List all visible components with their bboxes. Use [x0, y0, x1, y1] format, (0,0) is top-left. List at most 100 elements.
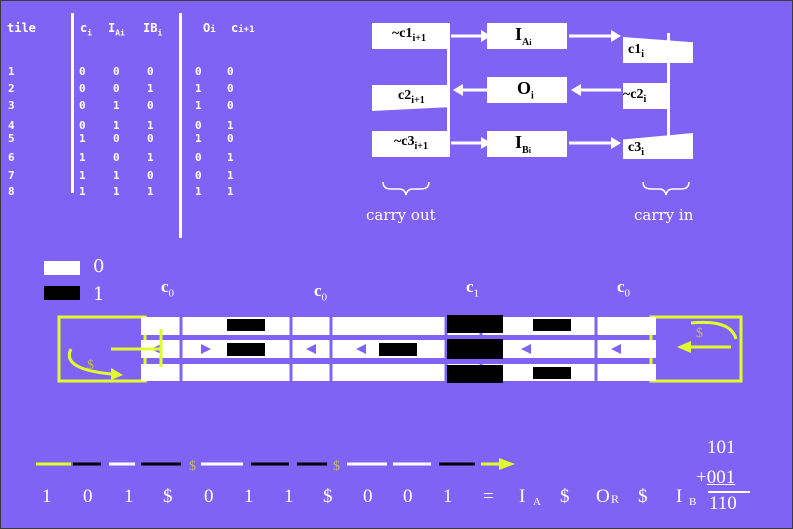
- input-symbol: 1: [42, 486, 52, 507]
- table-cell-tile: 8: [8, 185, 15, 198]
- table-cell-ia: 1: [113, 99, 120, 112]
- tile-assembly: $ $: [57, 313, 743, 385]
- table-cell-tile: 4: [8, 119, 15, 132]
- carry-in-label: carry in: [634, 206, 694, 224]
- table-cell-tile: 1: [8, 65, 15, 78]
- legend-label-1: 1: [93, 284, 105, 305]
- table-cell-cn: 1: [227, 119, 234, 132]
- bit-one: [533, 319, 571, 331]
- table-cell-ia: 0: [113, 132, 120, 145]
- seed-symbol: $: [696, 326, 703, 341]
- bit-one: [447, 339, 503, 359]
- arrow-right-icon: [569, 30, 621, 42]
- carry-label: c0: [314, 281, 328, 304]
- input-symbol: 1: [244, 486, 254, 507]
- brace-icon: [382, 181, 430, 196]
- table-cell-ib: 0: [147, 65, 154, 78]
- table-cell-tile: 7: [8, 169, 15, 182]
- table-cell-tile: 5: [8, 132, 15, 145]
- brace-icon: [642, 181, 690, 196]
- carry-label: c1: [466, 277, 480, 300]
- table-cell-cn: 1: [227, 185, 234, 198]
- bit-one: [533, 367, 571, 379]
- table-cell-cn: 1: [227, 169, 234, 182]
- input-symbol: 1: [284, 486, 294, 507]
- input-symbol: I: [519, 486, 526, 507]
- table-cell-ia: 1: [113, 119, 120, 132]
- input-symbol: $: [560, 486, 570, 507]
- input-symbol-subscript: R: [611, 492, 620, 506]
- port-right-c2: ~c2i: [623, 83, 669, 109]
- input-symbol: I: [676, 486, 683, 507]
- table-divider: [179, 13, 182, 238]
- bit-one: [447, 315, 503, 333]
- schematic-arrows: [451, 30, 621, 149]
- legend-swatch-white: [44, 261, 80, 275]
- tile-row-bottom: [141, 364, 656, 381]
- table-cell-c: 1: [79, 132, 86, 145]
- table-cell-o: 0: [195, 169, 202, 182]
- seed-symbol: $: [87, 358, 94, 373]
- table-cell-cn: 1: [227, 151, 234, 164]
- bit-one: [227, 343, 265, 356]
- input-strip: $ $: [36, 458, 515, 474]
- input-symbol: $: [638, 486, 648, 507]
- table-cell-ia: 0: [113, 151, 120, 164]
- port-center-ib: IBi: [487, 131, 567, 157]
- input-symbol: 0: [83, 486, 93, 507]
- bit-one: [447, 365, 503, 383]
- header-ib: IBi: [143, 21, 163, 38]
- table-cell-c: 1: [79, 169, 86, 182]
- table-cell-ib: 0: [147, 132, 154, 145]
- table-cell-cn: 0: [227, 65, 234, 78]
- table-cell-tile: 2: [8, 82, 15, 95]
- carry-label: c0: [161, 277, 175, 300]
- table-cell-ia: 0: [113, 65, 120, 78]
- legend-label-0: 0: [93, 256, 105, 277]
- input-symbol: $: [323, 486, 333, 507]
- table-cell-ib: 1: [147, 185, 154, 198]
- table-cell-cn: 0: [227, 82, 234, 95]
- table-cell-cn: 0: [227, 99, 234, 112]
- table-cell-ia: 0: [113, 82, 120, 95]
- table-cell-o: 1: [195, 185, 202, 198]
- bit-one: [379, 343, 417, 356]
- table-cell-c: 0: [79, 119, 86, 132]
- tile-row-top: [141, 317, 656, 335]
- input-symbol: $: [163, 486, 173, 507]
- header-tile: tile: [7, 21, 36, 35]
- port-center-ia: IAi: [487, 23, 567, 49]
- input-symbol: O: [596, 486, 610, 507]
- seed-arrow-left: [68, 329, 163, 380]
- table-divider: [71, 13, 74, 193]
- input-symbol: =: [483, 486, 494, 507]
- arrow-left-icon: [571, 84, 621, 96]
- table-cell-tile: 3: [8, 99, 15, 112]
- table-cell-ib: 0: [147, 99, 154, 112]
- port-left-c1: ~c1i+1: [372, 23, 450, 49]
- carry-out-label: carry out: [366, 206, 436, 224]
- input-symbol: 0: [204, 486, 214, 507]
- sum-addend-a: 101: [707, 437, 736, 458]
- table-cell-cn: 0: [227, 132, 234, 145]
- carry-label: c0: [617, 277, 631, 300]
- table-cell-ib: 0: [147, 169, 154, 182]
- input-symbol: 1: [443, 486, 453, 507]
- port-center-o: Oi: [487, 77, 567, 103]
- table-cell-o: 1: [195, 132, 202, 145]
- table-cell-ib: 1: [147, 119, 154, 132]
- schematic-braces: [382, 181, 690, 196]
- table-cell-ib: 1: [147, 82, 154, 95]
- strip-seed-symbol: $: [189, 459, 196, 474]
- arrow-right-icon: [451, 30, 491, 42]
- table-cell-c: 1: [79, 185, 86, 198]
- sum-result: 110: [709, 493, 737, 514]
- table-cell-c: 0: [79, 82, 86, 95]
- table-cell-c: 0: [79, 65, 86, 78]
